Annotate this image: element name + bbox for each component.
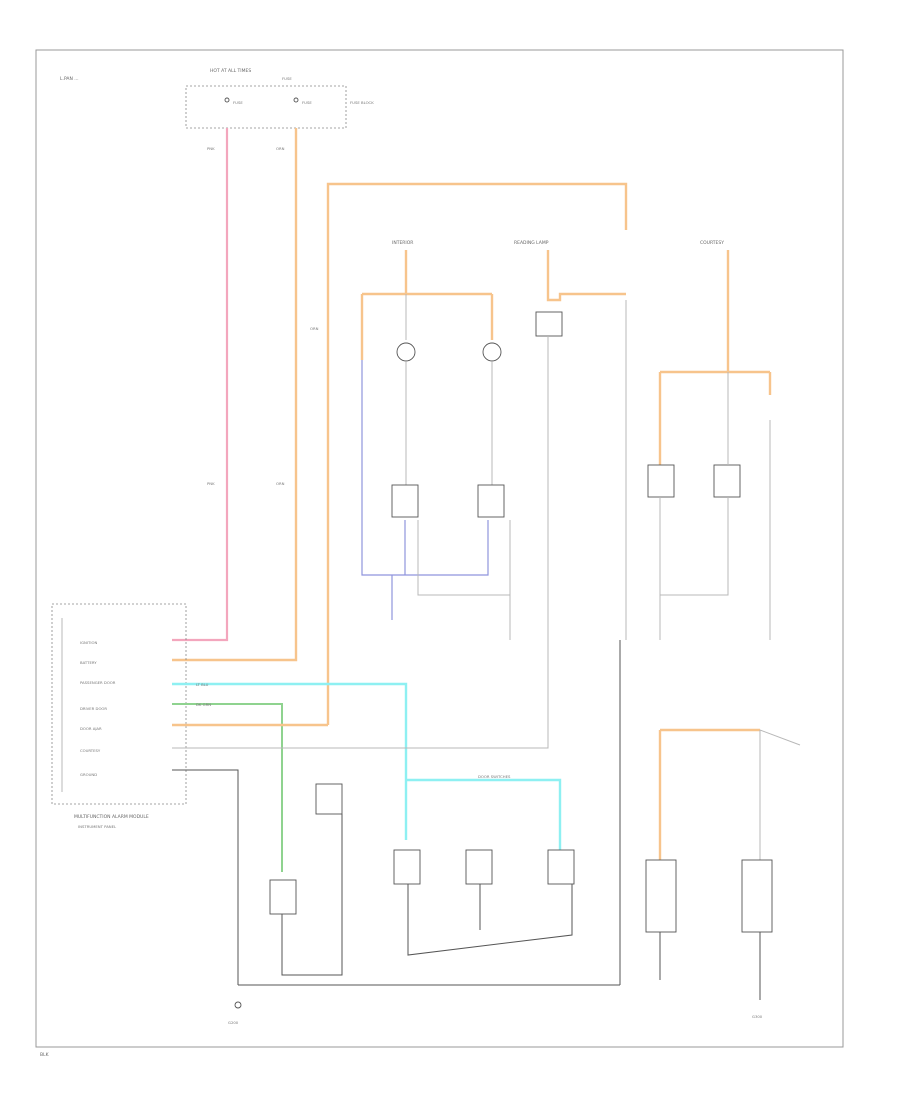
- svg-text:GROUND: GROUND: [80, 772, 97, 777]
- svg-text:INSTRUMENT PANEL: INSTRUMENT PANEL: [78, 824, 117, 829]
- wire-orange-reading: [546, 250, 626, 302]
- lamp-lower-left: [645, 859, 677, 933]
- svg-text:DK GRN: DK GRN: [196, 702, 211, 707]
- svg-text:HOT AT ALL TIMES: HOT AT ALL TIMES: [210, 68, 251, 74]
- svg-text:PASSENGER DOOR: PASSENGER DOOR: [80, 680, 116, 685]
- svg-text:PNK: PNK: [207, 481, 215, 486]
- wire-orange-feed: [326, 182, 628, 725]
- wire-pink-ignition: [172, 128, 229, 642]
- wire-orange-interior: [360, 250, 494, 360]
- wire-orange-courtesy: [658, 250, 772, 470]
- svg-text:G300: G300: [752, 1014, 763, 1019]
- svg-text:FUSE: FUSE: [302, 100, 312, 105]
- door-switch-d: [547, 849, 575, 885]
- ground-left: [234, 1001, 242, 1009]
- courtesy-lamp-left: [647, 464, 675, 498]
- svg-text:FUSE: FUSE: [282, 76, 292, 81]
- svg-text:DOOR AJAR: DOOR AJAR: [80, 726, 102, 731]
- svg-text:COURTESY: COURTESY: [80, 748, 101, 753]
- page-ref: BLK: [40, 1052, 50, 1058]
- fuse-block: HOT AT ALL TIMES FUSE FUSE FUSE FUSE BLO…: [185, 68, 374, 129]
- wire-green-driver: [172, 703, 283, 872]
- lamp-lower-right: [741, 859, 773, 933]
- interior-switch-right: [477, 484, 505, 518]
- svg-text:MULTIFUNCTION ALARM MODULE: MULTIFUNCTION ALARM MODULE: [74, 814, 149, 820]
- label-reading: READING LAMP: [514, 240, 549, 246]
- door-switch-driver: [269, 879, 297, 915]
- svg-text:LT BLU: LT BLU: [196, 682, 209, 687]
- interior-lamp-right: [482, 342, 502, 362]
- svg-text:DOOR SWITCHES: DOOR SWITCHES: [478, 774, 511, 779]
- svg-text:ORN: ORN: [310, 326, 319, 331]
- alarm-module: IGNITION BATTERY PASSENGER DOOR DRIVER D…: [51, 603, 187, 829]
- wire-cyan-passenger: [172, 682, 562, 850]
- svg-text:G200: G200: [228, 1020, 239, 1025]
- corner-reference: L.PAN ...: [60, 76, 79, 82]
- wire-orange-battery: [172, 128, 298, 662]
- reading-lamp: [535, 311, 563, 337]
- svg-text:PNK: PNK: [207, 146, 215, 151]
- door-switch-b: [393, 849, 421, 885]
- courtesy-lamp-right: [713, 464, 741, 498]
- svg-text:FUSE BLOCK: FUSE BLOCK: [350, 100, 374, 105]
- diagram-frame: [35, 49, 844, 1048]
- door-switch-a: [315, 783, 343, 815]
- svg-text:FUSE: FUSE: [233, 100, 243, 105]
- svg-text:ORN: ORN: [276, 146, 285, 151]
- interior-lamp-left: [396, 342, 416, 362]
- interior-switch-left: [391, 484, 419, 518]
- svg-text:ORN: ORN: [276, 481, 285, 486]
- door-switch-c: [465, 849, 493, 885]
- label-interior: INTERIOR: [392, 240, 413, 246]
- svg-text:BATTERY: BATTERY: [80, 660, 97, 665]
- label-courtesy: COURTESY: [700, 240, 724, 246]
- svg-text:DRIVER DOOR: DRIVER DOOR: [80, 706, 107, 711]
- svg-text:IGNITION: IGNITION: [80, 640, 97, 645]
